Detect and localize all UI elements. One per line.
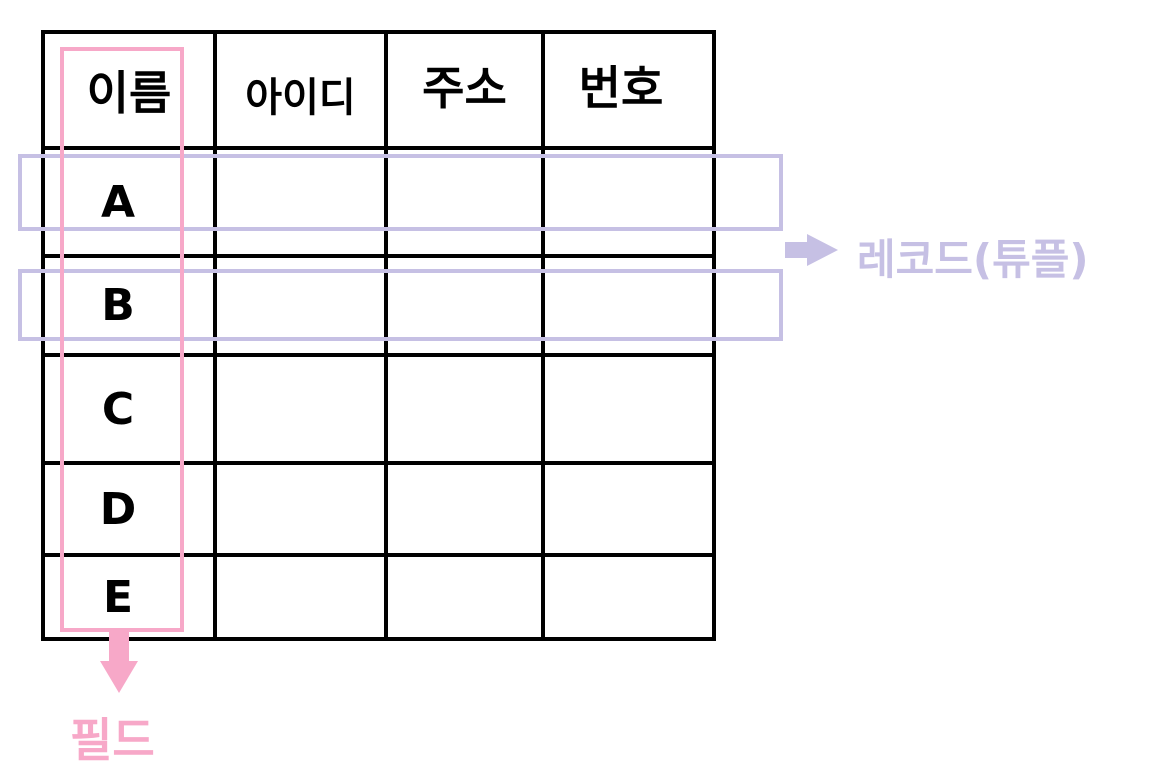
- row-label: E: [102, 571, 134, 623]
- record-highlight-box: [18, 269, 783, 341]
- record-highlight-box: [18, 154, 783, 231]
- row-label: B: [101, 280, 135, 331]
- table-border: [41, 30, 716, 641]
- header-name: 이름: [86, 66, 172, 120]
- row-label: A: [100, 176, 136, 228]
- row-label: D: [99, 483, 137, 535]
- field-arrow-icon: [100, 630, 138, 693]
- record-label: 레코드(튜플): [857, 235, 1089, 284]
- record-arrow-icon: [785, 234, 838, 266]
- header-id: 아이디: [245, 75, 356, 121]
- header-address: 주소: [422, 61, 507, 115]
- row-label: C: [101, 383, 135, 435]
- header-number: 번호: [578, 61, 664, 115]
- field-label: 필드: [70, 713, 155, 767]
